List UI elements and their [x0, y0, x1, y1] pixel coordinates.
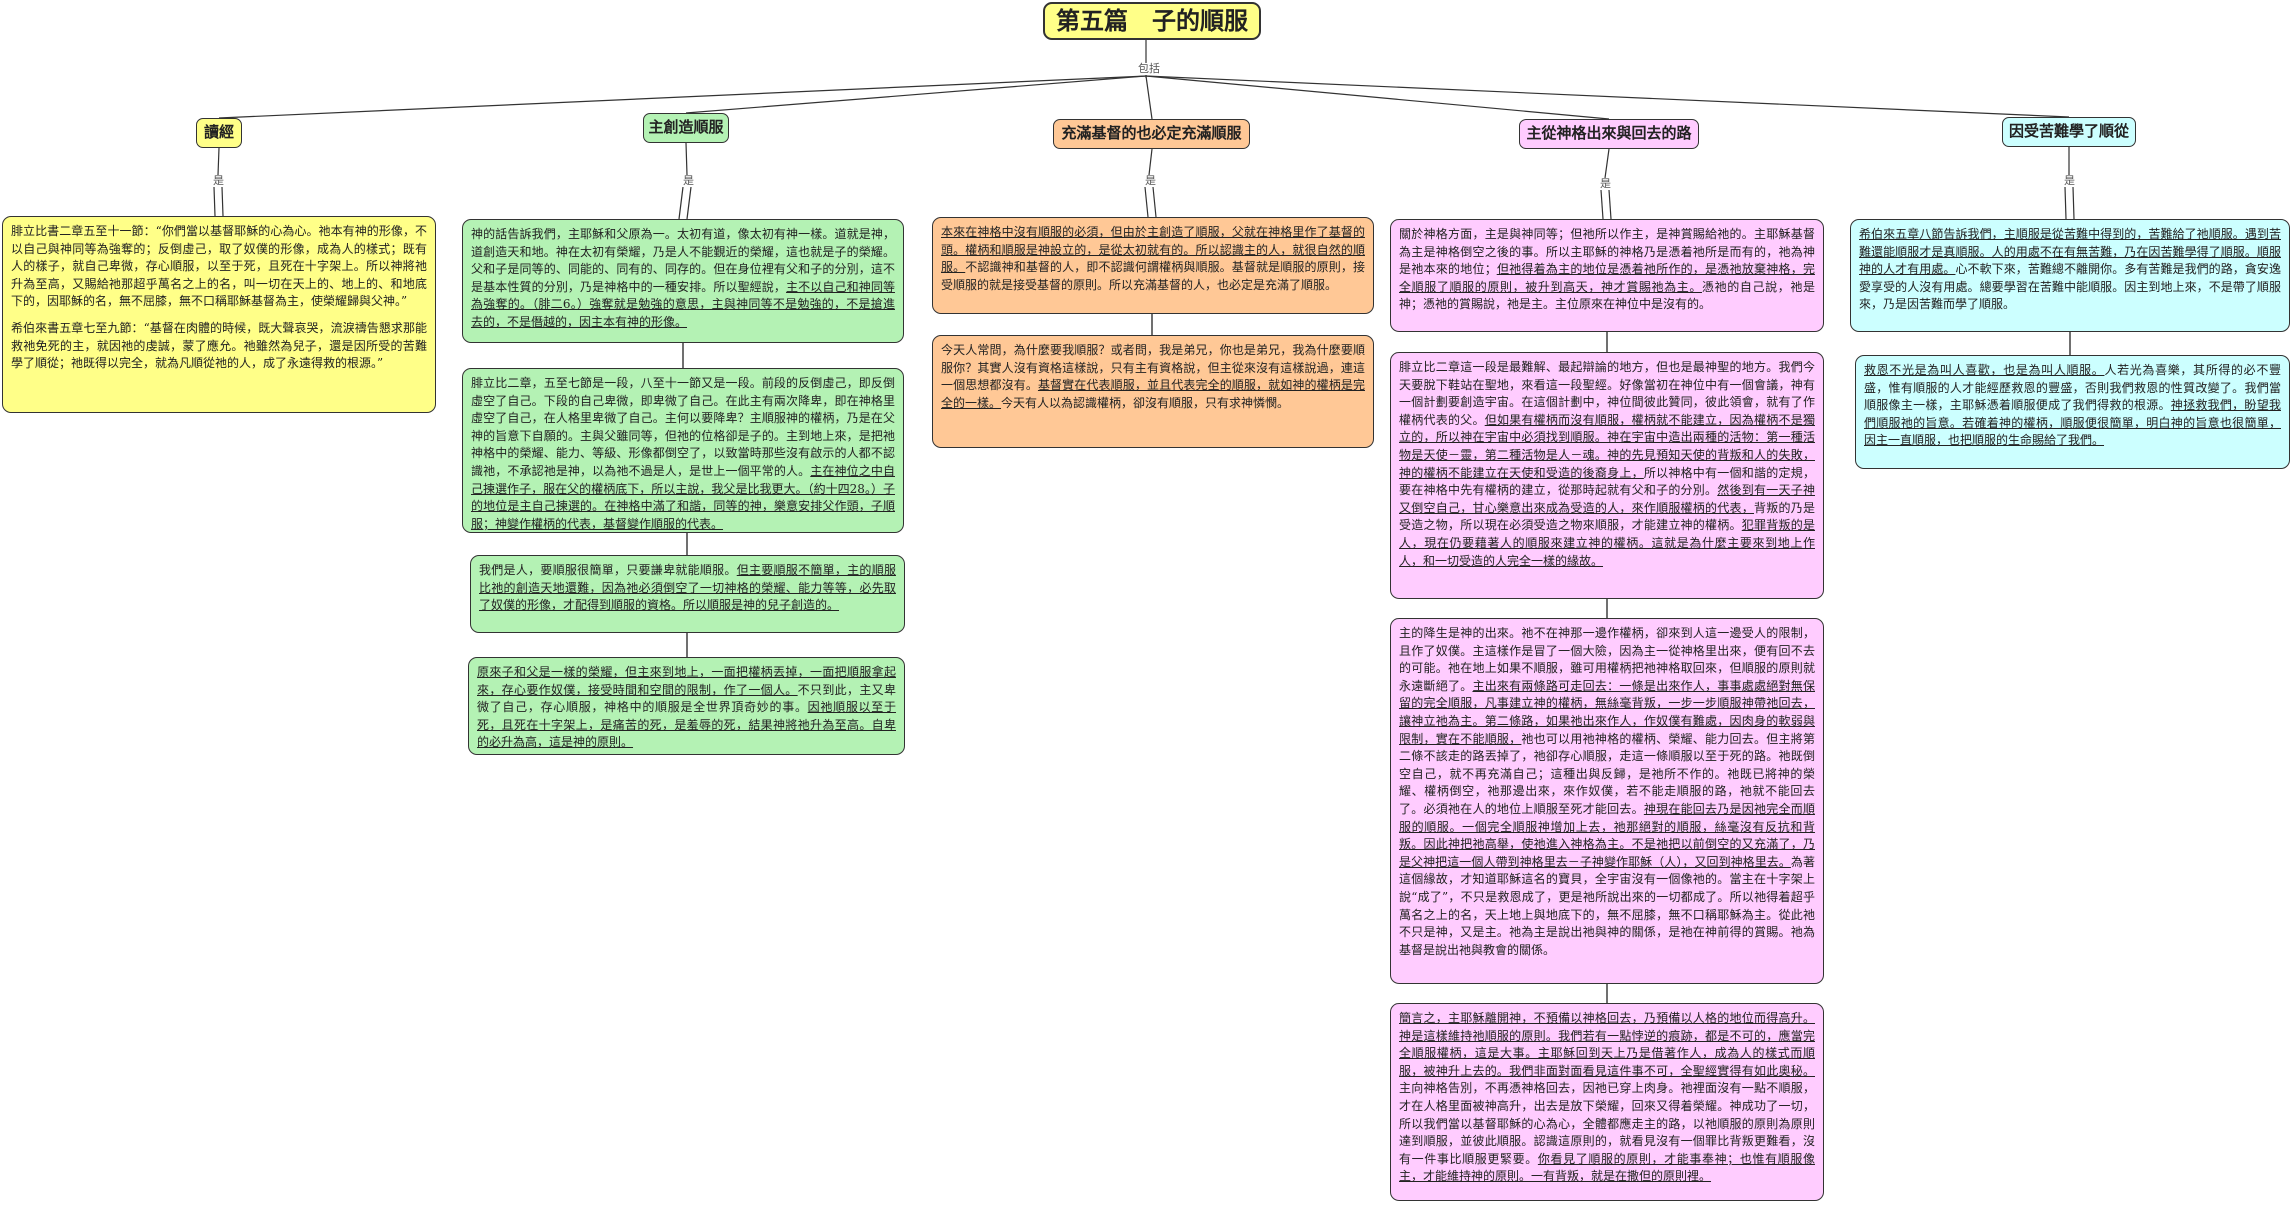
note-text-run: 神的話告訴我們，主耶穌和父原為一。太初有道，像太初有神一樣。道就是神，道創造天和…: [471, 227, 895, 294]
edge-label-is: 是: [212, 174, 225, 187]
connector-line: [1152, 186, 1157, 218]
note-creates-3: 我們是人，要順服很簡單，只要謙卑就能順服。但主要順服不簡單，主的順服比祂的創造天…: [470, 555, 905, 633]
note-way-1: 關於神格方面，主是與神同等；但祂所以作主，是神賞賜給祂的。主耶穌基督為主是神格倒…: [1390, 219, 1824, 332]
note-text-run: 主的降生是神的出來。祂不在神那一邊作權柄，卻來到人這一邊受人的限制，且作了奴僕。…: [1399, 626, 1815, 693]
connector-line: [678, 186, 684, 220]
note-way-3: 主的降生是神的出來。祂不在神那一邊作權柄，卻來到人這一邊受人的限制，且作了奴僕。…: [1390, 618, 1824, 984]
note-text-run: 今天人常問，為什麼要我順服？或者問，我是弟兄，你也是弟兄，我為什麼要順服你？其實…: [941, 343, 1365, 393]
connector-line: [2072, 186, 2075, 220]
note-text-run: 為著這個緣故，才知道耶穌這名的寶貝，全宇宙沒有一個像祂的。當主在十字架上說“成了…: [1399, 854, 1815, 957]
branch-title-reading: 讀經: [196, 118, 242, 148]
connector-line: [1145, 75, 1153, 120]
edge-label-is: 是: [1599, 177, 1612, 190]
note-paragraph: 簡言之，主耶穌離開神，不預備以神格回去，乃預備以人格的地位而得高升。神是這樣維持…: [1399, 1010, 1815, 1186]
note-filled-1: 本來在神格中沒有順服的必須，但由於主創造了順服，父就在神格里作了基督的頭。權柄和…: [932, 217, 1374, 314]
connector-line: [1145, 75, 1610, 120]
note-paragraph: 本來在神格中沒有順服的必須，但由於主創造了順服，父就在神格里作了基督的頭。權柄和…: [941, 224, 1365, 294]
note-text-run: 腓立比二章這一段是最難解、最起辯論的地方，但也是最神聖的地方。我們今天要脫下鞋站…: [1399, 360, 1815, 427]
note-reading-1: 腓立比書二章五至十一節：“你們當以基督耶穌的心為心。祂本有神的形像，不以自己與神…: [2, 216, 436, 413]
note-text-run: 神現在能回去乃是因祂完全而順服的順服。一個完全順服神增加上去，祂那絕對的順服，絲…: [1399, 801, 1815, 869]
note-text-run: 原來子和父是一樣的榮耀，但主來到地上，一面把權柄丟掉，一面把順服拿起來，存心要作…: [477, 665, 896, 697]
note-paragraph: 腓立比二章，五至七節是一段，八至十一節又是一段。前段的反倒虛己，即反倒虛空了自己…: [471, 375, 895, 532]
note-text-run: 主出來有兩條路可走回去：一條是出來作人，事事處處絕對無保留的完全順服，凡事建立神…: [1399, 678, 1815, 746]
edge-label-is: 是: [682, 174, 695, 187]
connector-line: [1604, 148, 1610, 179]
edge-label-includes: 包括: [1137, 62, 1161, 75]
connector-line: [1600, 189, 1604, 220]
note-text-run: 心不軟下來，苦難總不離開你。多有苦難是我們的路，貪安逸愛享受的人沒有用處。總要學…: [1859, 262, 2281, 312]
note-text-run: 腓立比二章，五至七節是一段，八至十一節又是一段。前段的反倒虛己，即反倒虛空了自己…: [471, 376, 895, 478]
note-text-run: 本來在神格中沒有順服的必須，但由於主創造了順服，父就在神格里作了基督的頭。權柄和…: [941, 225, 1365, 275]
note-text-run: 希伯來書五章七至九節：“基督在肉體的時候，既大聲哀哭，流淚禱告懇求那能救祂免死的…: [11, 320, 427, 371]
note-paragraph: 我們是人，要順服很簡單，只要謙卑就能順服。但主要順服不簡單，主的順服比祂的創造天…: [479, 562, 896, 615]
note-paragraph: 腓立比二章這一段是最難解、最起辯論的地方，但也是最神聖的地方。我們今天要脫下鞋站…: [1399, 359, 1815, 570]
connector-line: [1608, 189, 1612, 220]
connector-line: [1148, 148, 1153, 176]
note-text-run: 神拯救我們，盼望我們順服祂的旨意。若確着神的權柄，順服便很簡單，明白神的旨意也很…: [1864, 398, 2281, 448]
note-text-run: 我們是人，要順服很簡單，只要謙卑就能順服。: [479, 563, 737, 577]
note-way-4: 簡言之，主耶穌離開神，不預備以神格回去，乃預備以人格的地位而得高升。神是這樣維持…: [1390, 1003, 1824, 1201]
edge-label-is: 是: [2063, 174, 2076, 187]
branch-title-filled-with-christ: 充滿基督的也必定充滿順服: [1053, 119, 1250, 149]
branch-title-way-out-and-back: 主從神格出來與回去的路: [1519, 119, 1699, 149]
connector-line: [2064, 186, 2067, 220]
note-creates-1: 神的話告訴我們，主耶穌和父原為一。太初有道，像太初有神一樣。道就是神，道創造天和…: [462, 219, 904, 343]
note-text-run: 所以神格中有一個和諧的定規，要在神格中先有權柄的建立，從那時起就有父和子的分別。: [1399, 465, 1815, 498]
note-paragraph: 腓立比書二章五至十一節：“你們當以基督耶穌的心為心。祂本有神的形像，不以自己與神…: [11, 223, 427, 311]
connector-line: [221, 186, 224, 217]
note-creates-4: 原來子和父是一樣的榮耀，但主來到地上，一面把權柄丟掉，一面把順服拿起來，存心要作…: [468, 657, 905, 755]
note-text-run: 救恩不光是為叫人喜歡，也是為叫人順服。: [1864, 363, 2105, 377]
note-text-run: 簡言之，主耶穌離開神，不預備以神格回去，乃預備以人格的地位而得高升。神是這樣維持…: [1399, 1011, 1815, 1078]
note-paragraph: 希伯來書五章七至九節：“基督在肉體的時候，既大聲哀哭，流淚禱告懇求那能救祂免死的…: [11, 320, 427, 373]
note-text-run: 基督實在代表順服，並且代表完全的順服，就如神的權柄是完全的一樣。: [941, 378, 1365, 410]
note-suffering-1: 希伯來五章八節告訴我們，主順服是從苦難中得到的，苦難給了祂順服。遇到苦難還能順服…: [1850, 219, 2290, 332]
root-title: 第五篇 子的順服: [1043, 2, 1261, 40]
branch-title-creates-obedience: 主創造順服: [643, 113, 729, 143]
connector-line: [685, 142, 688, 176]
note-text-run: 主在神位之中自己揀選作子，服在父的權柄底下，所以主說，我父是比我更大。（約十四2…: [471, 463, 895, 531]
connector-line: [1145, 75, 2070, 118]
note-text-run: 然後到有一天子神又倒空自己，甘心樂意出來成為受造的人，來作順服權柄的代表，: [1399, 483, 1815, 515]
note-paragraph: 關於神格方面，主是與神同等；但祂所以作主，是神賞賜給祂的。主耶穌基督為主是神格倒…: [1399, 226, 1815, 314]
connector-line: [218, 75, 1147, 119]
note-paragraph: 今天人常問，為什麼要我順服？或者問，我是弟兄，你也是弟兄，我為什麼要順服你？其實…: [941, 342, 1365, 412]
note-text-run: 腓立比書二章五至十一節：“你們當以基督耶穌的心為心。祂本有神的形像，不以自己與神…: [11, 224, 427, 309]
note-text-run: 憑祂的自己說，祂是神；憑祂的賞賜說，祂是主。主位原來在神位中是沒有的。: [1399, 279, 1815, 312]
note-suffering-2: 救恩不光是為叫人喜歡，也是為叫人順服。人若光為喜樂，其所得的必不豐盛，惟有順服的…: [1855, 355, 2290, 469]
note-text-run: 但祂得着為主的地位是憑着祂所作的，是憑祂放棄神格，完全順服了順服的原則，被升到高…: [1399, 262, 1815, 294]
note-paragraph: 救恩不光是為叫人喜歡，也是為叫人順服。人若光為喜樂，其所得的必不豐盛，惟有順服的…: [1864, 362, 2281, 450]
note-text-run: 你看見了順服的原則，才能事奉神；也惟有順服像主，才能維持神的原則。一有背叛，就是…: [1399, 1151, 1815, 1184]
note-paragraph: 神的話告訴我們，主耶穌和父原為一。太初有道，像太初有神一樣。道就是神，道創造天和…: [471, 226, 895, 332]
note-way-2: 腓立比二章這一段是最難解、最起辯論的地方，但也是最神聖的地方。我們今天要脫下鞋站…: [1390, 352, 1824, 599]
connector-line: [213, 186, 216, 217]
note-filled-2: 今天人常問，為什麼要我順服？或者問，我是弟兄，你也是弟兄，我為什麼要順服你？其實…: [932, 335, 1374, 448]
note-text-run: 但主要順服不簡單，主的順服比祂的創造天地還難，因為祂必須倒空了一切神格的榮耀、能…: [479, 563, 896, 613]
note-text-run: 不只到此，主又卑微了自己，存心順服，神格中的順服是全世界頂奇妙的事。: [477, 682, 896, 715]
note-text-run: 背叛的乃是受造之物，所以現在必須受造之物來順服，才能建立神的權柄。: [1399, 500, 1815, 533]
note-text-run: 主向神格告別，不再憑神格回去，因祂已穿上肉身。祂裡面沒有一點不順服，才在人格里面…: [1399, 1081, 1815, 1166]
branch-title-suffering: 因受苦難學了順從: [2002, 117, 2136, 147]
connector-line: [1144, 186, 1149, 218]
note-paragraph: 原來子和父是一樣的榮耀，但主來到地上，一面把權柄丟掉，一面把順服拿起來，存心要作…: [477, 664, 896, 752]
connector-line: [685, 75, 1147, 114]
note-text-run: 希伯來五章八節告訴我們，主順服是從苦難中得到的，苦難給了祂順服。遇到苦難還能順服…: [1859, 227, 2281, 277]
edge-label-is: 是: [1144, 174, 1157, 187]
note-text-run: 不認識神和基督的人，即不認識何謂權柄與順服。基督就是順服的原則，接受順服的就是接…: [941, 260, 1365, 292]
note-paragraph: 希伯來五章八節告訴我們，主順服是從苦難中得到的，苦難給了祂順服。遇到苦難還能順服…: [1859, 226, 2281, 314]
note-text-run: 今天有人以為認識權柄，卻沒有順服，只有求神憐憫。: [1001, 395, 1290, 410]
connector-line: [686, 186, 692, 220]
note-text-run: 人若光為喜樂，其所得的必不豐盛，惟有順服的人才能經歷救恩的豐盛，否則我們救恩的性…: [1864, 363, 2281, 413]
note-text-run: 犯罪背叛的是人，現在仍要藉著人的順服來建立神的權柄。這就是為什麼主要來到地上作人…: [1399, 518, 1815, 568]
note-text-run: 主不以自己和神同等為強奪的。（腓二6。）強奪就是勉強的意思，主與神同等不是勉強的…: [471, 279, 895, 329]
note-paragraph: 主的降生是神的出來。祂不在神那一邊作權柄，卻來到人這一邊受人的限制，且作了奴僕。…: [1399, 625, 1815, 959]
note-text-run: 因祂順服以至于死，且死在十字架上，是痛苦的死，是羞辱的死，結果神將祂升為至高。自…: [477, 700, 896, 750]
connector-line: [217, 147, 220, 176]
note-text-run: 祂也可以用祂神格的權柄、榮耀、能力回去。但主將第二條不該走的路丟掉了，祂卻存心順…: [1399, 731, 1815, 816]
note-creates-2: 腓立比二章，五至七節是一段，八至十一節又是一段。前段的反倒虛己，即反倒虛空了自己…: [462, 368, 904, 533]
note-text-run: 關於神格方面，主是與神同等；但祂所以作主，是神賞賜給祂的。主耶穌基督為主是神格倒…: [1399, 227, 1815, 277]
note-text-run: 但如果有權柄而沒有順服，權柄就不能建立，因為權柄不是獨立的，所以神在宇宙中必須找…: [1399, 412, 1815, 480]
